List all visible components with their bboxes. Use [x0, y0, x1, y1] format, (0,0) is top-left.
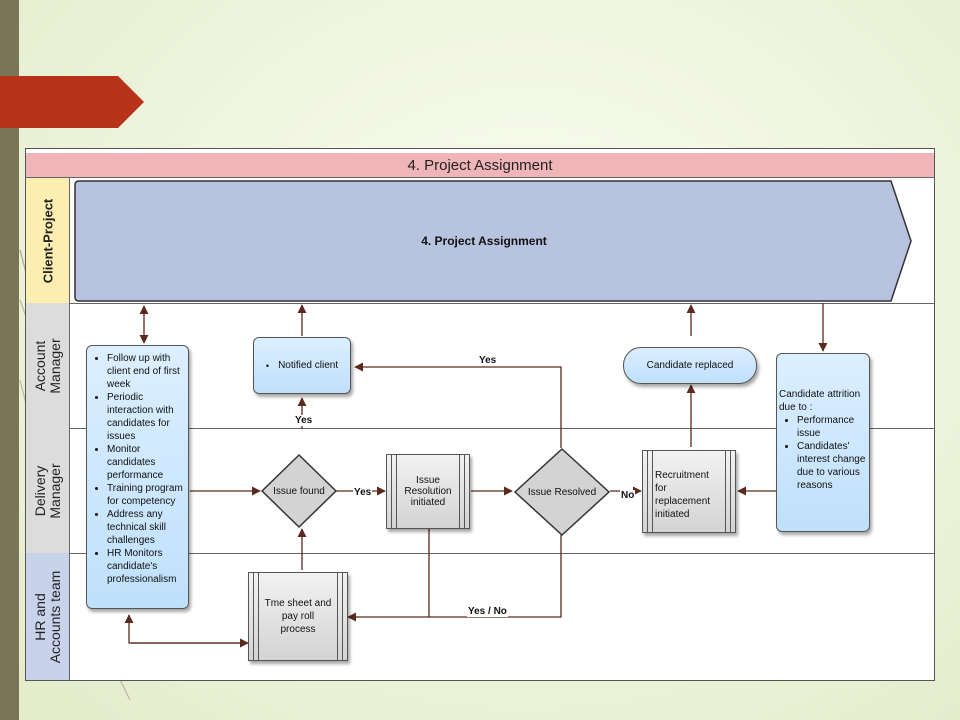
issue-resolution-label: Issue Resolution initiated: [404, 475, 452, 508]
attrition-box: Candidate attrition due to : Performance…: [776, 353, 870, 532]
edge-label-yes-right: Yes: [353, 487, 373, 498]
timesheet-label: Tme sheet and pay roll process: [264, 598, 332, 635]
list-item: Performance issue: [797, 414, 866, 440]
recruitment-box: Recruitment for replacement initiated: [642, 450, 736, 533]
flow-diagram: 4. Project Assignment Client-Project Acc…: [25, 148, 935, 681]
lane-client-project: Client-Project: [26, 178, 70, 304]
issue-resolved-diamond: [513, 447, 611, 537]
followup-list: Follow up with client end of first weekP…: [89, 352, 184, 586]
list-item: Monitor candidates performance: [107, 443, 184, 482]
edge-label-yes-no: Yes / No: [467, 606, 508, 617]
timesheet-box: Tme sheet and pay roll process: [248, 572, 348, 661]
lane-divider: [69, 553, 934, 554]
edge-label-no: No: [620, 490, 636, 501]
issue-resolution-box: Issue Resolution initiated: [386, 454, 470, 529]
issue-resolved-label: Issue Resolved: [527, 486, 597, 498]
notified-client-box: •Notified client: [253, 337, 351, 394]
edge-label-yes-up: Yes: [294, 415, 314, 426]
list-item: Periodic interaction with candidates for…: [107, 391, 184, 443]
recruitment-label: Recruitment for replacement initiated: [655, 470, 711, 520]
lane-divider: [69, 303, 934, 304]
diagram-title: 4. Project Assignment: [26, 153, 934, 178]
issue-found-label: Issue found: [273, 485, 325, 497]
connector-arrows: [124, 303, 828, 648]
side-accent-bar: [0, 0, 19, 720]
red-arrow-shape: [0, 76, 144, 128]
attrition-list: Performance issueCandidates' interest ch…: [779, 414, 866, 492]
list-item: Candidates' interest change due to vario…: [797, 440, 866, 492]
candidate-replaced-box: Candidate replaced: [623, 347, 757, 384]
list-item: Training program for competency: [107, 482, 184, 508]
phase-box: [74, 180, 912, 302]
lane-divider: [69, 428, 934, 429]
list-item: HR Monitors candidate's professionalism: [107, 547, 184, 586]
attrition-heading: Candidate attrition due to :: [779, 389, 861, 413]
notified-client-label: Notified client: [278, 360, 339, 371]
followup-box: Follow up with client end of first weekP…: [86, 345, 189, 609]
list-item: Address any technical skill challenges: [107, 508, 184, 547]
list-item: Follow up with client end of first week: [107, 352, 184, 391]
edge-label-yes-top: Yes: [478, 355, 498, 366]
phase-box-label: 4. Project Assignment: [421, 234, 547, 248]
issue-found-diamond: [260, 453, 338, 529]
